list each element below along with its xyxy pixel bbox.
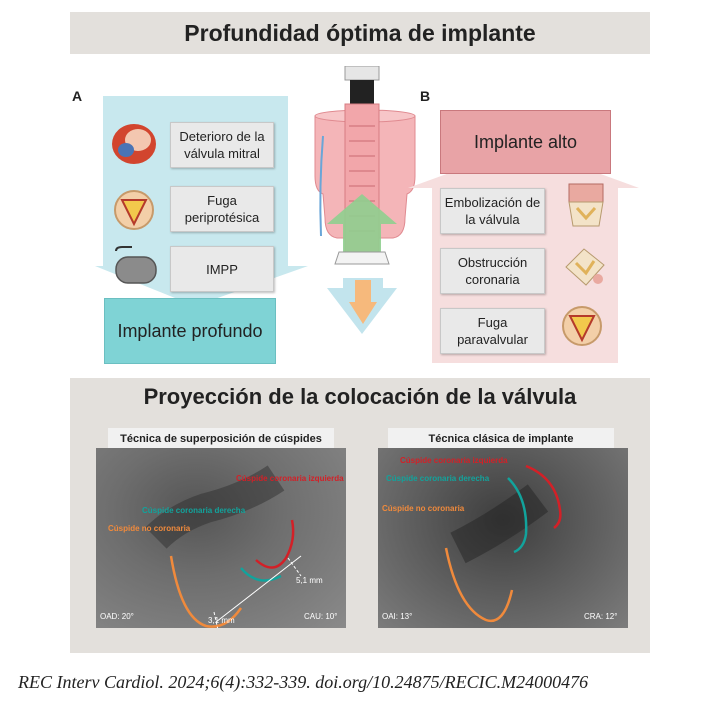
non-coronary-label-r: Cúspide no coronaria	[382, 504, 465, 513]
angle-left-r: OAI: 13°	[382, 612, 413, 621]
measure-3-1: 3,1 mm	[208, 616, 235, 625]
left-image-title: Técnica de superposición de cúspides	[108, 428, 334, 450]
coronary-obstruction-icon	[565, 248, 605, 286]
valve-embolization-icon	[568, 183, 604, 227]
angle-right-l: CAU: 10°	[304, 612, 338, 621]
item-a-3: IMPP	[170, 246, 274, 292]
left-coronary-label-r: Cúspide coronaria izquierda	[400, 456, 508, 465]
item-b-2: Obstrucción coronaria	[440, 248, 545, 294]
valve-icon-b	[562, 306, 602, 346]
angle-left-l: OAD: 20°	[100, 612, 134, 621]
item-a-2: Fuga periprotésica	[170, 186, 274, 232]
panel-a-label: A	[72, 88, 83, 104]
item-b-1: Embolización de la válvula	[440, 188, 545, 234]
bottom-title: Proyección de la colocación de la válvul…	[143, 384, 577, 409]
valve-icon-a	[114, 190, 154, 230]
right-image-title: Técnica clásica de implante	[388, 428, 614, 450]
non-coronary-label-l: Cúspide no coronaria	[108, 524, 191, 533]
top-title: Profundidad óptima de implante	[70, 12, 650, 54]
implante-profundo-box: Implante profundo	[104, 298, 276, 364]
measure-5-1: 5,1 mm	[296, 576, 323, 585]
citation: REC Interv Cardiol. 2024;6(4):332-339. d…	[18, 672, 589, 692]
item-b-3: Fuga paravalvular	[440, 308, 545, 354]
panel-b-label: B	[420, 88, 431, 104]
right-coronary-label-l: Cúspide coronaria derecha	[142, 506, 246, 515]
fluoroscopy-right: Cúspide coronaria izquierda Cúspide coro…	[378, 448, 628, 628]
item-a-1: Deterioro de la válvula mitral	[170, 122, 274, 168]
left-coronary-label-l: Cúspide coronaria izquierda	[236, 474, 344, 483]
implante-alto-box: Implante alto	[440, 110, 611, 174]
valve-depth-illustration	[314, 66, 416, 334]
heart-mitral-icon	[112, 124, 156, 164]
fluoroscopy-left: Cúspide coronaria izquierda Cúspide coro…	[96, 448, 346, 628]
valve-projection-section: Proyección de la colocación de la válvul…	[70, 378, 650, 653]
pacemaker-icon	[115, 246, 157, 284]
angle-right-r: CRA: 12°	[584, 612, 618, 621]
right-coronary-label-r: Cúspide coronaria derecha	[386, 474, 490, 483]
